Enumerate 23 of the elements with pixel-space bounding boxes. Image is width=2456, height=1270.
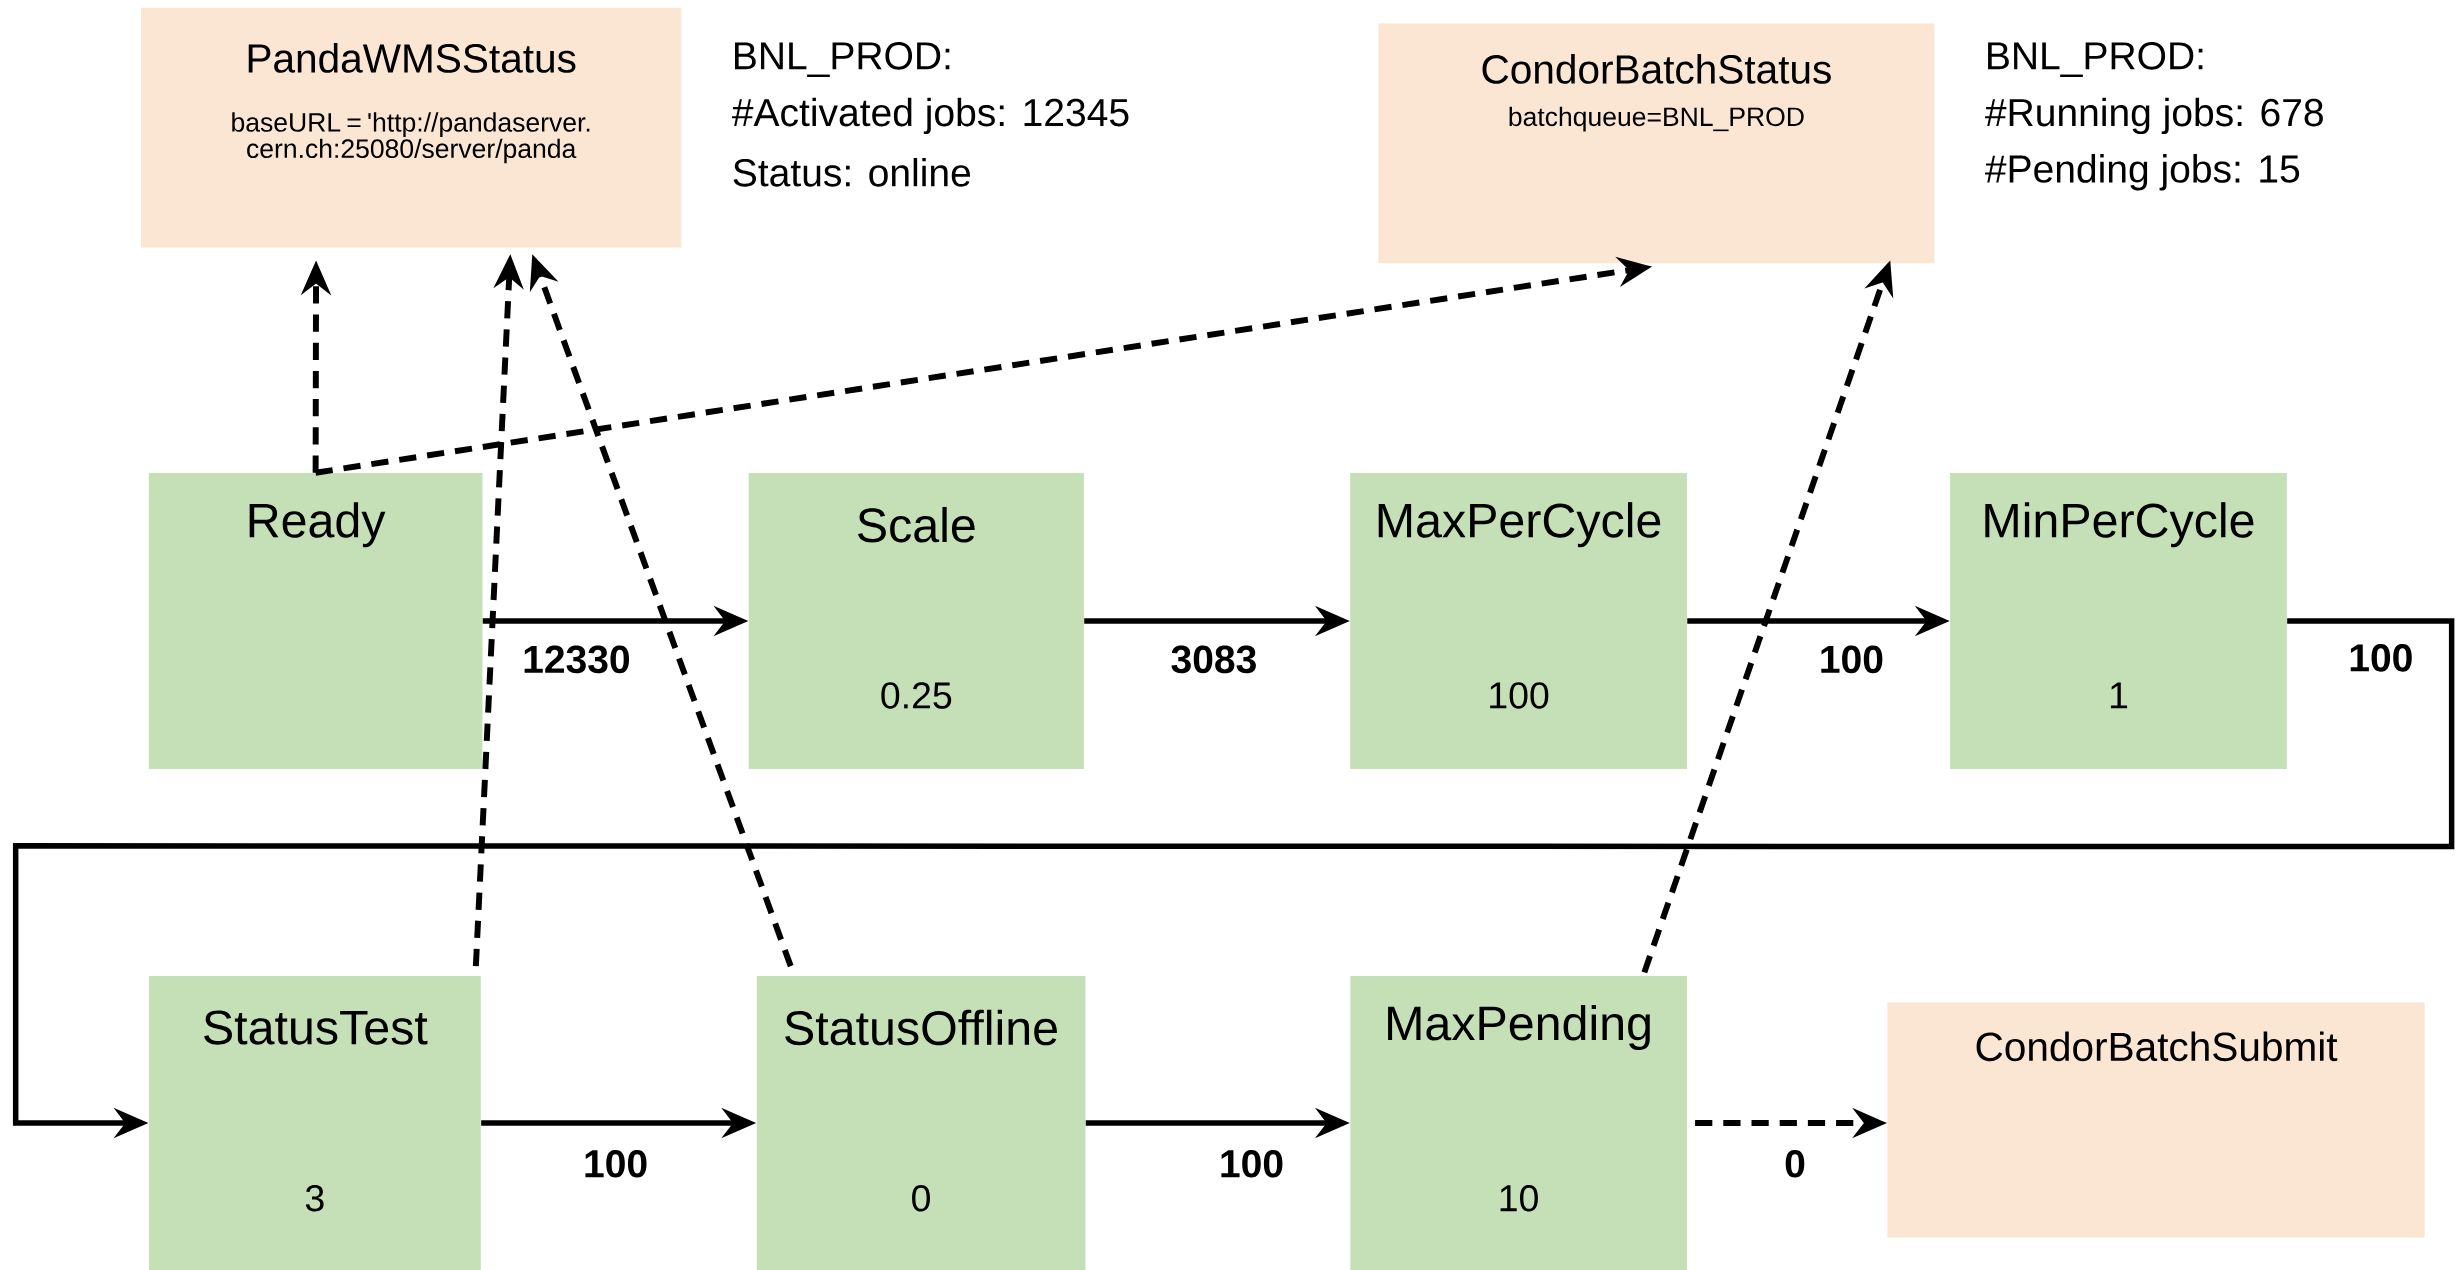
edge-label: 100 [585,1149,647,1178]
info-box: CondorBatchSubmit [1887,1002,2425,1238]
process-box: Scale 0.25 [748,472,1084,769]
status-text: #Running jobs: 678 [1985,97,2323,134]
process-box: Ready [148,472,483,769]
process-box: MinPerCycle 1 [1950,472,2287,769]
edge-label: 12330 [524,645,630,674]
edge-label: 0 [1785,1149,1805,1178]
info-box: PandaWMSStatus baseURL = 'http://pandaserver.cern.ch:25080/server/panda [141,7,682,248]
edge-label: 3083 [1171,645,1256,674]
status-text: #Pending jobs: 15 [1985,153,2300,191]
edge-label: 100 [1821,645,1883,674]
process-box: MaxPending 10 [1350,975,1687,1270]
status-text: Status: online [733,157,971,187]
process-box: StatusTest 3 [148,975,481,1270]
process-box: StatusOffline 0 [756,975,1086,1270]
edge-label: 100 [1221,1149,1283,1178]
status-text: BNL_PROD: [735,41,950,77]
info-box: CondorBatchStatus batchqueue=BNL_PROD [1378,23,1935,263]
status-text: BNL_PROD: [1988,41,2203,77]
status-text: #Activated jobs: 12345 [731,97,1129,134]
edge-label: 100 [2350,643,2412,672]
process-box: MaxPerCycle 100 [1350,472,1687,769]
